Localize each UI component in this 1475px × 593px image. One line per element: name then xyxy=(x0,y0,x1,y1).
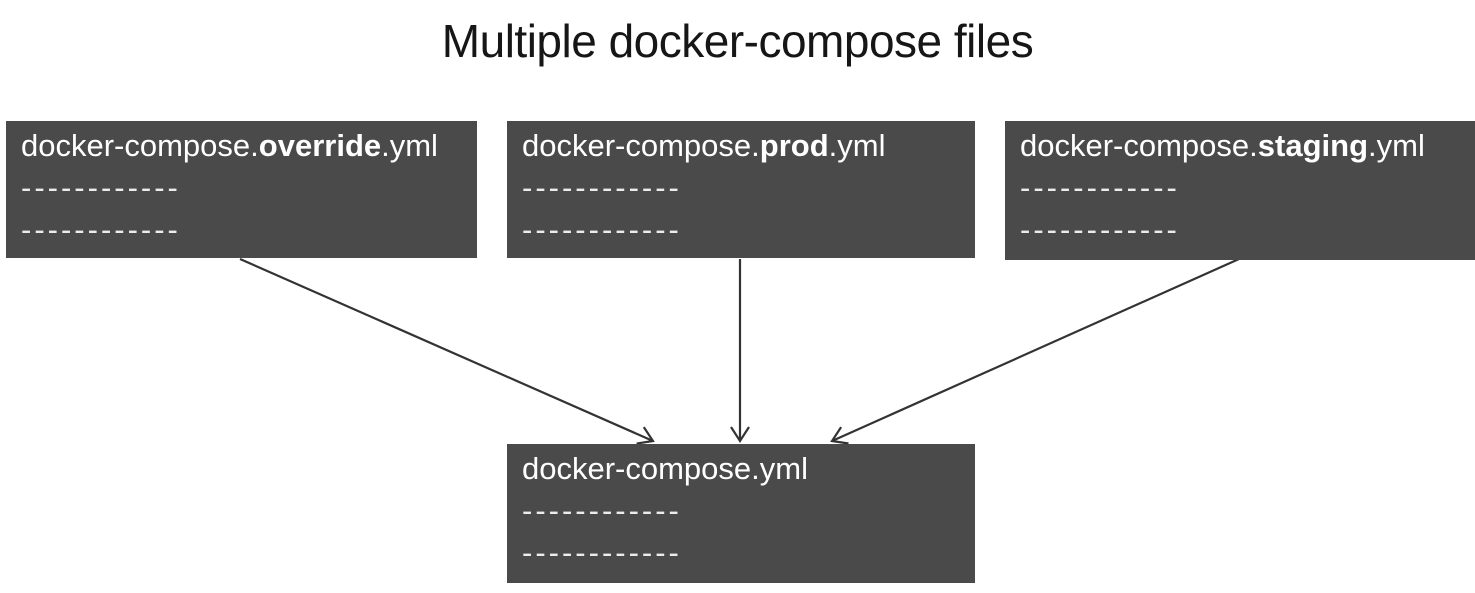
arrow-override-to-base-head-icon xyxy=(636,426,655,445)
arrow-staging-to-base-head-icon xyxy=(830,426,849,445)
placeholder-line: ------------ xyxy=(21,212,181,247)
filename-variant: staging xyxy=(1257,128,1369,163)
placeholder-line: ------------ xyxy=(522,212,682,247)
file-box-base-filename: docker-compose.yml xyxy=(522,448,965,490)
filename-variant: override xyxy=(258,128,382,163)
placeholder-line: ------------ xyxy=(21,170,181,205)
placeholder-line: ------------ xyxy=(1020,212,1180,247)
file-box-staging-filename: docker-compose.staging.yml xyxy=(1020,125,1465,167)
arrow-staging-to-base-shaft xyxy=(831,257,1240,443)
filename-suffix: .yml xyxy=(1368,128,1425,163)
placeholder-line: ------------ xyxy=(522,493,682,528)
filename-prefix: docker-compose. xyxy=(522,128,760,163)
arrow-staging-to-base xyxy=(830,257,1240,445)
placeholder-line: ------------ xyxy=(522,170,682,205)
file-box-base: docker-compose.yml ------------ --------… xyxy=(507,444,975,583)
file-box-staging: docker-compose.staging.yml ------------ … xyxy=(1005,121,1475,260)
arrow-prod-to-base xyxy=(730,259,750,444)
placeholder-line: ------------ xyxy=(522,535,682,570)
file-box-override-filename: docker-compose.override.yml xyxy=(21,125,467,167)
placeholder-line: ------------ xyxy=(1020,170,1180,205)
arrow-override-to-base-shaft xyxy=(239,257,654,443)
filename-suffix: .yml xyxy=(828,128,886,163)
filename-prefix: docker-compose. xyxy=(1020,128,1258,163)
file-box-prod: docker-compose.prod.yml ------------ ---… xyxy=(507,121,975,258)
arrow-prod-to-base-head-icon xyxy=(730,426,750,444)
filename-variant: prod xyxy=(759,128,829,163)
arrow-override-to-base xyxy=(239,257,655,445)
filename-prefix: docker-compose. xyxy=(21,128,259,163)
diagram-title: Multiple docker-compose files xyxy=(441,15,1034,67)
filename-suffix: .yml xyxy=(381,128,438,163)
filename-prefix: docker-compose.yml xyxy=(522,451,808,486)
file-box-prod-filename: docker-compose.prod.yml xyxy=(522,125,965,167)
file-box-override: docker-compose.override.yml ------------… xyxy=(6,121,477,258)
